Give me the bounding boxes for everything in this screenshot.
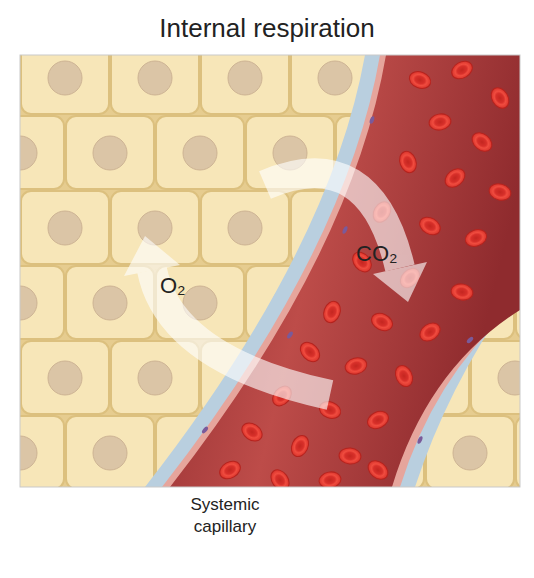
red-blood-cell [297,339,324,366]
o2-arrow [124,236,330,395]
red-blood-cell [364,457,391,483]
red-blood-cell [428,112,452,132]
endothelium [162,55,520,487]
endothelial-nucleus [369,116,375,125]
endothelial-nucleus [286,331,294,340]
red-blood-cell [365,408,392,432]
label-holder: O₂ [160,272,220,301]
label-holder: Systemic capillary [165,494,285,538]
arrow-head [124,236,180,276]
picture-frame [20,55,520,487]
red-blood-cell [407,69,433,92]
red-blood-cell [216,458,243,483]
red-blood-cell [463,227,489,250]
red-blood-cell [392,363,416,390]
red-blood-cell [416,214,443,239]
endothelial-nuclei [201,116,474,445]
gas-label: CO₂ [356,240,426,269]
structure-label: Systemic capillary [165,494,285,538]
arrow-shaft [152,270,330,395]
red-blood-cell [487,181,512,202]
red-blood-cell [416,319,443,345]
co2-arrow [265,173,427,302]
red-blood-cell [321,299,344,325]
tissue-scene [20,55,520,487]
endothelial-nucleus [341,226,348,235]
title-holder: Internal respiration [0,12,534,46]
red-blood-cell [238,419,265,445]
red-blood-cell [450,282,474,302]
endothelial-nucleus [416,436,423,445]
red-blood-cell [343,355,368,376]
capillary-lumen [170,55,520,487]
red-blood-cell [397,149,420,175]
red-blood-cell [448,58,475,83]
red-blood-cell [338,447,361,465]
red-blood-cells [216,58,512,487]
endothelial-nucleus [466,336,474,344]
red-blood-cell [488,84,513,111]
red-blood-cell [267,466,293,487]
red-blood-cell [318,470,342,487]
red-blood-cell [468,129,495,155]
label-holder: CO₂ [356,240,426,269]
red-blood-cell [369,310,396,334]
gas-label: O₂ [160,272,220,301]
tissue-cells [20,55,520,487]
arrow-head [373,262,427,302]
diagram-title: Internal respiration [0,12,534,46]
red-blood-cell [441,165,468,191]
endothelial-nucleus [201,426,209,435]
vessel-wall [145,55,520,487]
red-blood-cell [288,433,312,460]
